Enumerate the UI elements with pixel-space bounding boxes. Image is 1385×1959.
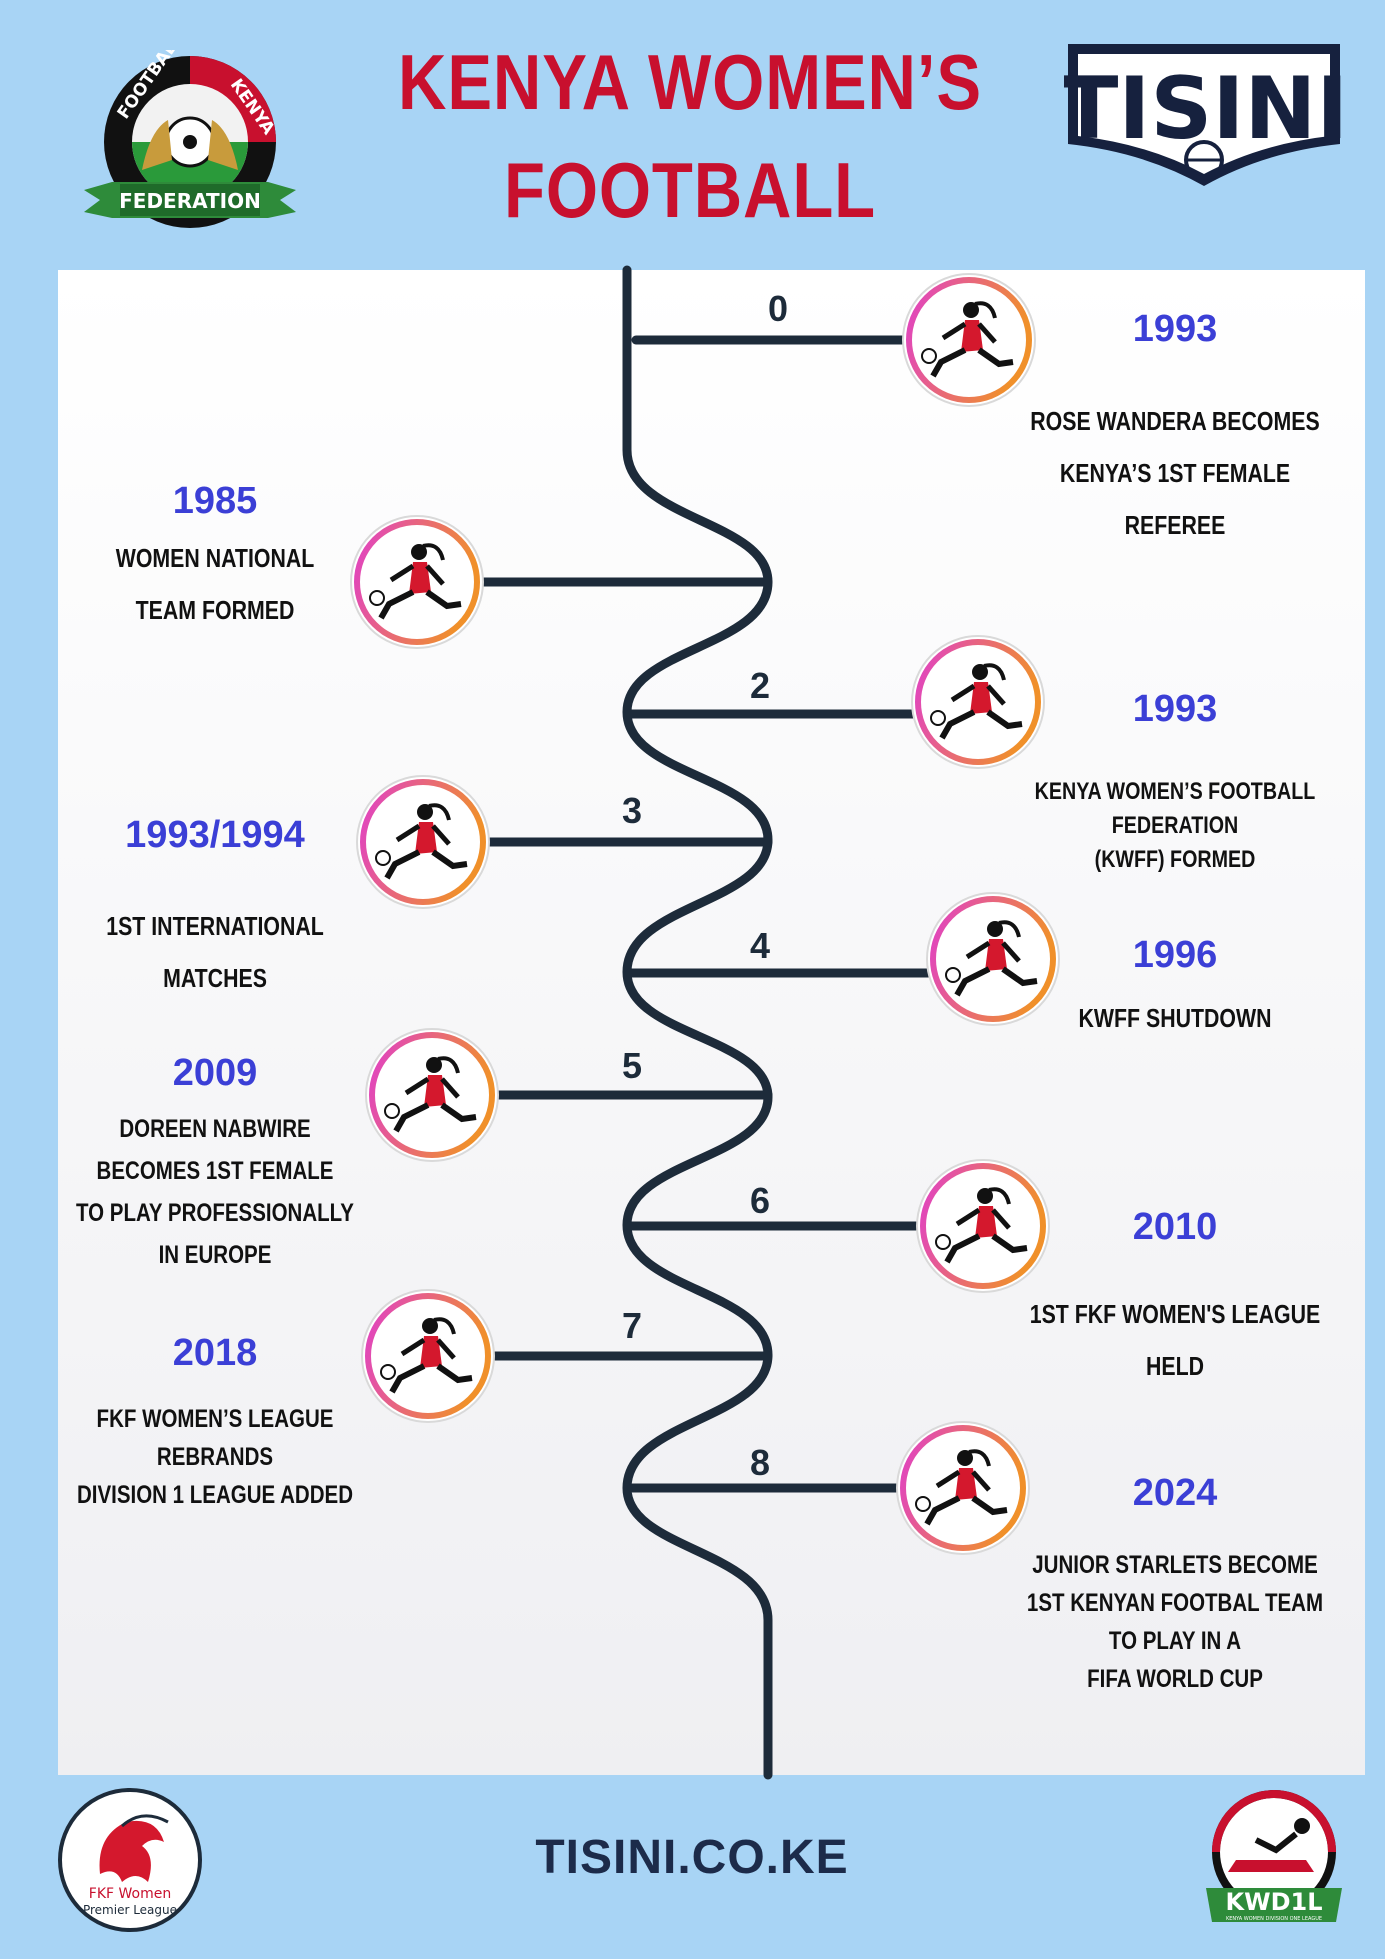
milestone-desc-6: 1ST FKF WOMEN'S LEAGUE HELD [1029,1299,1321,1381]
fkf-women-premier-league-logo: FKF Women Premier League [56,1786,204,1934]
tisini-logo: TISINI [1060,40,1348,190]
website-text: TISINI.CO.KE [535,1831,849,1884]
milestone-year-7: 2018 [172,1332,258,1374]
logo-federation-text: FEDERATION [119,189,261,213]
milestone-number-6: 6 [749,1180,771,1221]
player-icon [349,514,485,650]
milestone-desc-5: DOREEN NABWIRE BECOMES 1ST FEMALE TO PLA… [76,1115,354,1269]
milestone-number-3: 3 [621,790,643,831]
milestone-year-6: 2010 [1132,1206,1218,1248]
milestone-year-0: 1993 [1132,308,1218,350]
milestone-number-0: 0 [767,288,789,329]
milestone-desc-7: FKF WOMEN’S LEAGUE REBRANDS DIVISION 1 L… [76,1405,354,1509]
player-icon [355,774,491,910]
milestone-year-1: 1985 [172,480,258,522]
milestone-year-2: 1993 [1132,688,1218,730]
title-line-1: KENYA WOMEN’S [398,38,982,126]
kwd1l-subtext: KENYA WOMEN DIVISION ONE LEAGUE [1226,1916,1322,1922]
milestone-number-8: 8 [749,1442,771,1483]
player-icon [895,1420,1031,1556]
milestone-desc-0: ROSE WANDERA BECOMES KENYA’S 1ST FEMALE … [1030,406,1320,540]
milestone-desc-3: 1ST INTERNATIONAL MATCHES [106,911,324,993]
player-icon [364,1027,500,1163]
milestone-desc-8: JUNIOR STARLETS BECOME 1ST KENYAN FOOTBA… [1026,1551,1324,1693]
milestone-desc-2: KENYA WOMEN’S FOOTBALL FEDERATION (KWFF)… [1034,778,1316,873]
premier-league-text: Premier League [83,1903,177,1917]
fkf-women-text: FKF Women [89,1886,171,1902]
milestone-number-2: 2 [749,665,771,706]
milestone-number-7: 7 [621,1305,643,1346]
milestone-number-4: 4 [749,925,771,966]
milestone-year-4: 1996 [1132,934,1218,976]
milestone-desc-1: WOMEN NATIONAL TEAM FORMED [115,543,315,625]
milestone-number-5: 5 [621,1045,643,1086]
player-icon [360,1288,496,1424]
milestone-year-8: 2024 [1132,1472,1218,1514]
milestone-desc-4: KWFF SHUTDOWN [1078,1003,1272,1033]
kwd1l-logo: KWD1L KENYA WOMEN DIVISION ONE LEAGUE [1196,1790,1352,1930]
kwd1l-text: KWD1L [1226,1888,1323,1916]
milestone-year-5: 2009 [172,1052,258,1094]
milestone-year-3: 1993/1994 [125,814,305,856]
